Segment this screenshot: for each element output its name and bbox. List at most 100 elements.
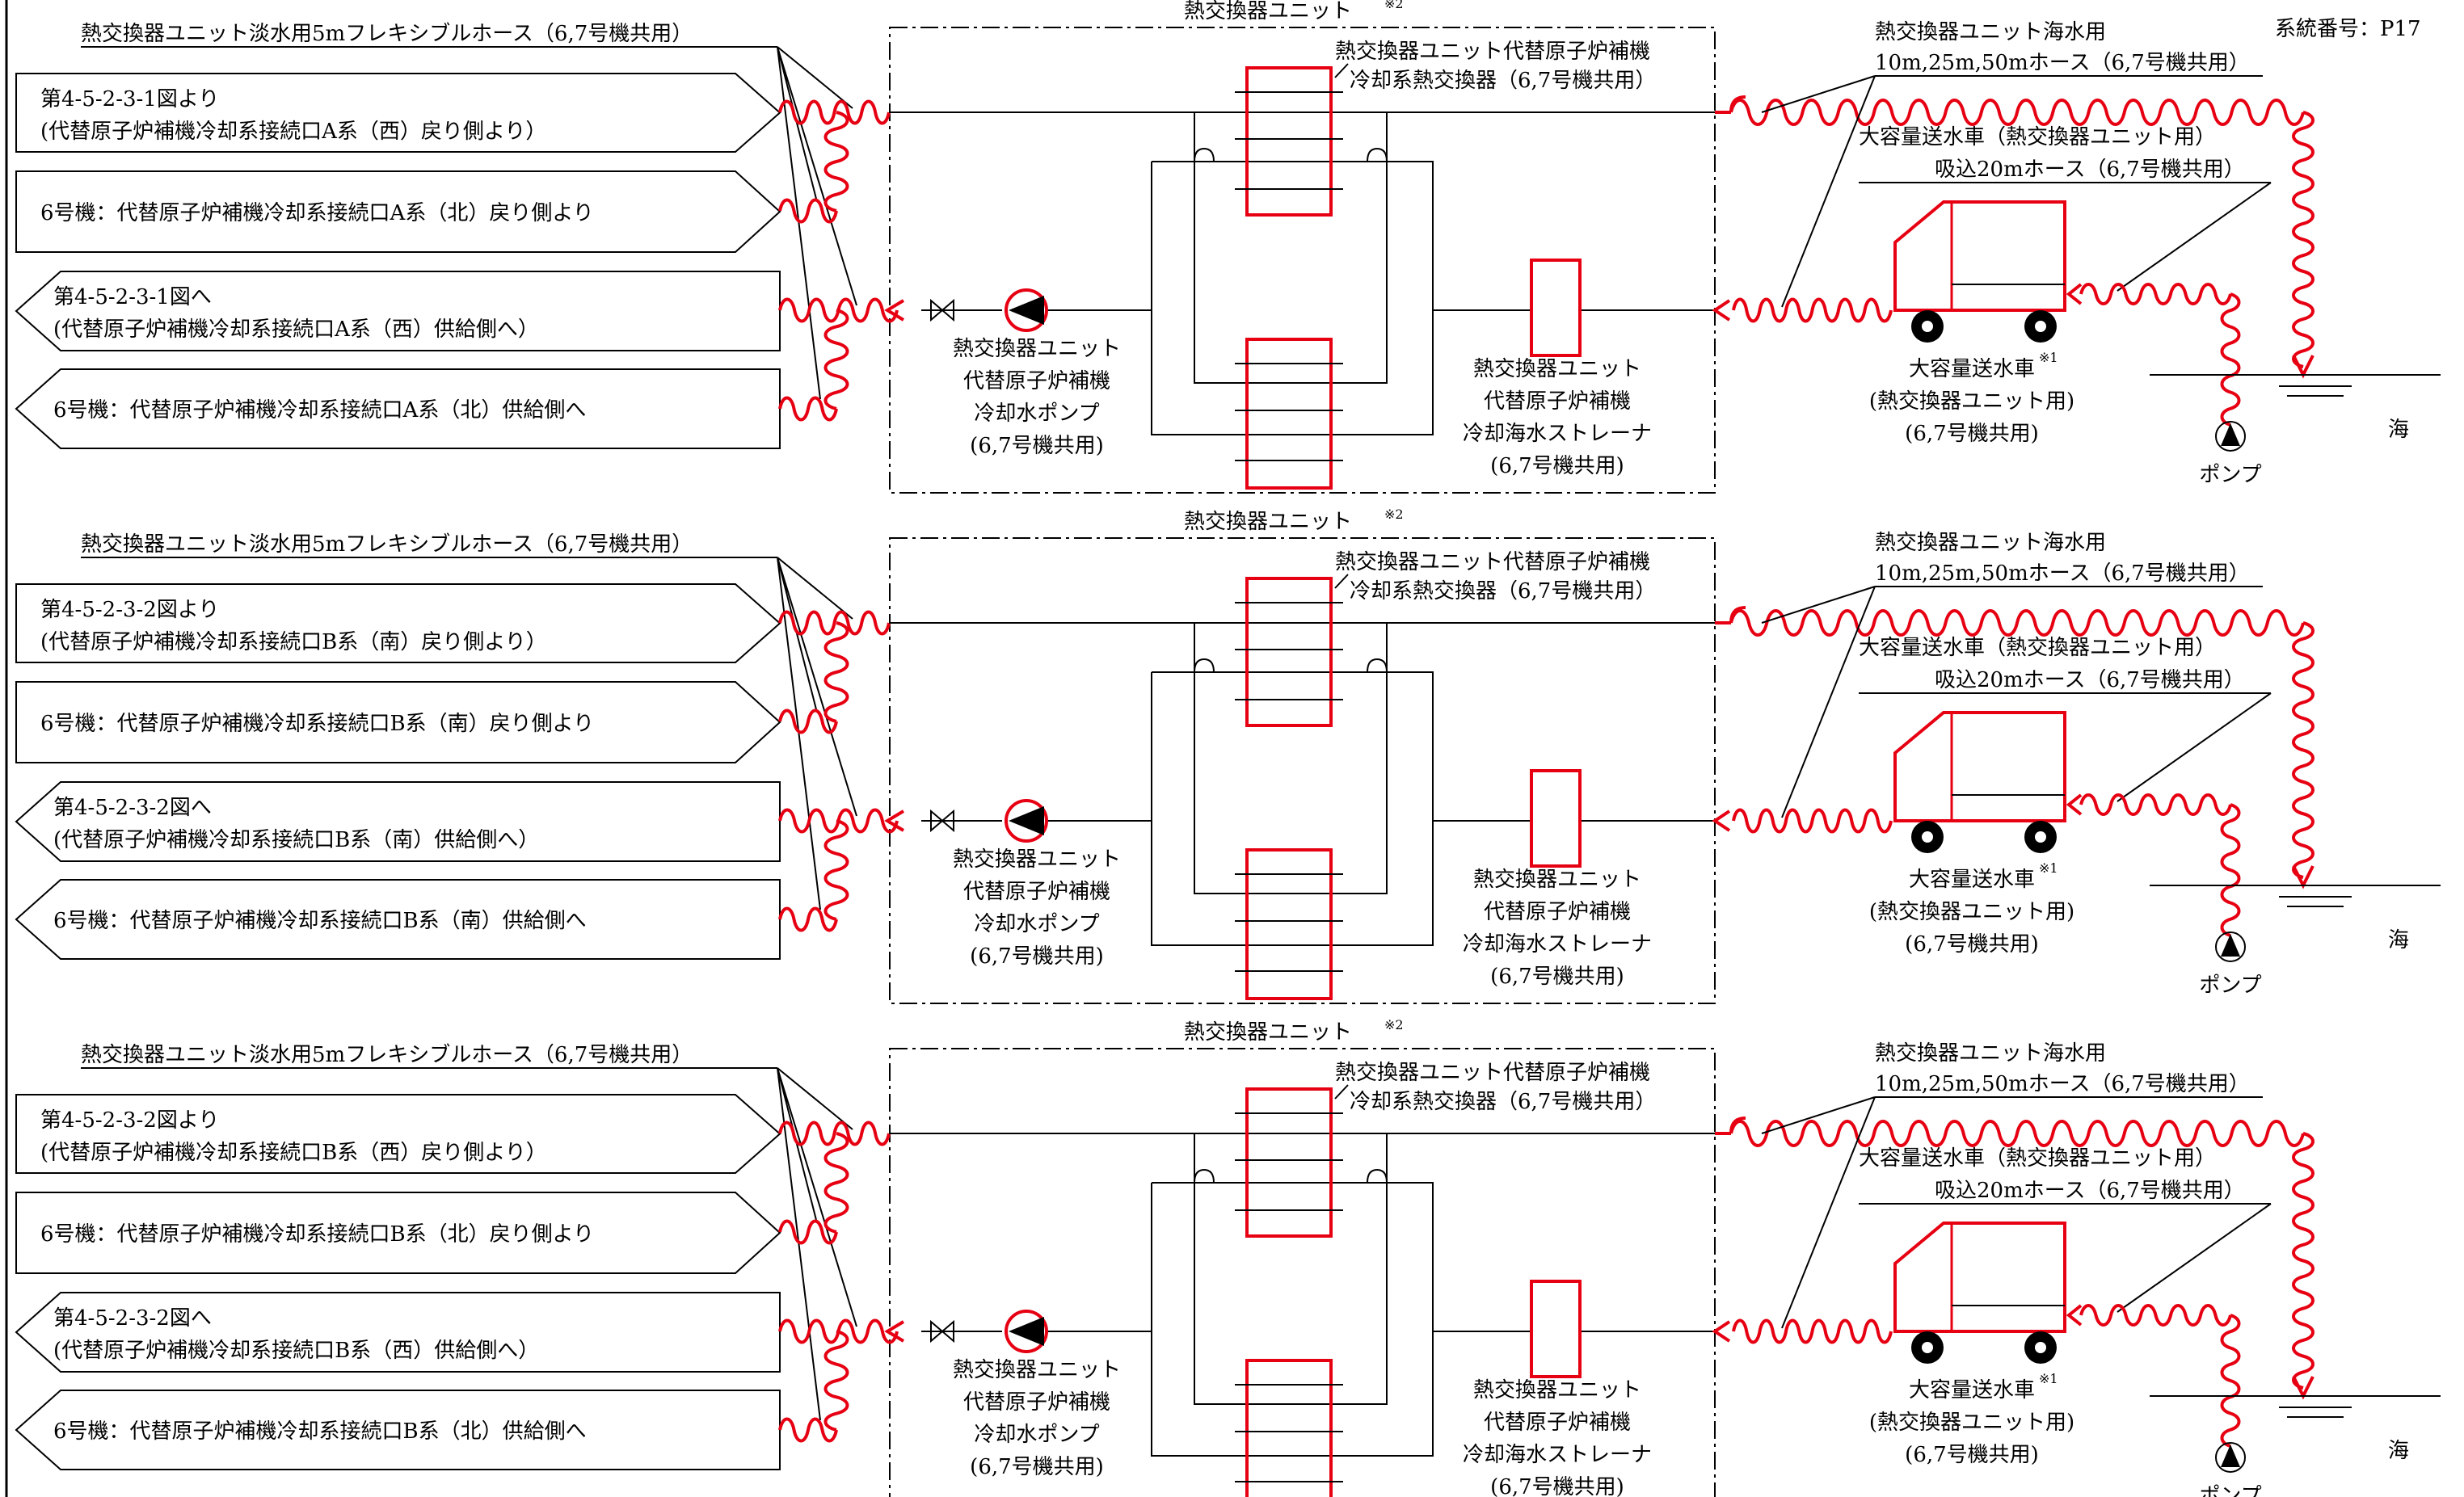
pump-icon <box>1005 799 1048 843</box>
arrow-text-2: 6号機：代替原子炉補機冷却系接続口A系（北）戻り側より <box>40 201 594 225</box>
arrow-box-3 <box>15 1292 781 1373</box>
seawater-hose-label-line1: 熱交換器ユニット海水用 <box>1875 1041 2106 1066</box>
supply-arrowhead <box>884 299 905 322</box>
arrow-text-4: 6号機：代替原子炉補機冷却系接続口B系（南）供給側へ <box>53 909 587 933</box>
submersible-pump-icon <box>2215 421 2246 452</box>
truck-hub-rear <box>2035 1342 2046 1353</box>
truck-label-line1: 大容量送水車 <box>1909 868 2035 892</box>
strainer-label-line3: 冷却海水ストレーナ <box>1463 422 1652 446</box>
strainer-label-line1: 熱交換器ユニット <box>1473 357 1641 381</box>
section-2: 熱交換器ユニット※2熱交換器ユニット淡水用5mフレキシブルホース（6,7号機共用… <box>15 507 2441 1004</box>
seawater-hose-leader <box>1761 586 1876 818</box>
strainer-label-line3: 冷却海水ストレーナ <box>1463 1443 1652 1467</box>
pump-icon <box>1005 1310 1048 1353</box>
suction-arrowhead <box>2066 793 2083 816</box>
hx-loop-inner <box>1194 623 1388 894</box>
suction-hose-label-line2: 吸込20mホース（6,7号機共用） <box>1935 668 2245 692</box>
seawater-hose-leader <box>1761 1096 1876 1329</box>
strainer-label-line2: 代替原子炉補機 <box>1484 900 1631 924</box>
pump-label-line3: 冷却水ポンプ <box>974 402 1099 426</box>
hx-loop-inner <box>1194 112 1388 384</box>
truck-hub-front <box>1922 321 1933 332</box>
truck-discharge-hose <box>1732 1318 1893 1344</box>
arrow-text-1-line1: 第4-5-2-3-2図より <box>40 1108 219 1133</box>
arrow-text-3-line2: (代替原子炉補機冷却系接続口B系（西）供給側へ） <box>53 1339 539 1363</box>
truck-discharge-arrowhead <box>1712 299 1731 322</box>
suction-hose-horizontal <box>2079 793 2232 816</box>
suction-hose-label-line2: 吸込20mホース（6,7号機共用） <box>1935 1179 2245 1203</box>
truck-label-line2: (熱交換器ユニット用) <box>1869 1411 2074 1435</box>
seawater-hose-bend <box>1729 1116 1746 1134</box>
arrow-text-3-line2: (代替原子炉補機冷却系接続口B系（南）供給側へ） <box>53 828 539 852</box>
return-hose-1 <box>778 610 891 636</box>
hx-label-line2: 冷却系熱交換器（6,7号機共用） <box>1350 579 1656 603</box>
seawater-hose-bend <box>1729 95 1746 113</box>
return-hose-1 <box>778 99 891 125</box>
hx-label-leader <box>1334 1084 1349 1100</box>
arrow-text-4: 6号機：代替原子炉補機冷却系接続口A系（北）供給側へ <box>53 398 586 423</box>
truck-label-line1: 大容量送水車 <box>1909 357 2035 381</box>
heat-exchanger-2 <box>1245 1359 1333 1497</box>
submersible-pump-triangle-icon <box>2221 423 2240 446</box>
seawater-hose-label-line1: 熱交換器ユニット海水用 <box>1875 20 2106 44</box>
crossover-left <box>1194 1168 1215 1184</box>
suction-hose-label-line1: 大容量送水車（熱交換器ユニット用） <box>1859 636 2216 660</box>
pump-label-line2: 代替原子炉補機 <box>963 1390 1110 1415</box>
seawater-hose-top <box>1729 609 2305 637</box>
truck-label-line1: 大容量送水車 <box>1909 1378 2035 1402</box>
suction-hose-horizontal <box>2079 1304 2232 1327</box>
unit-boundary <box>889 27 1716 494</box>
hx-label-line2: 冷却系熱交換器（6,7号機共用） <box>1350 69 1656 93</box>
suction-hose-leader <box>2117 692 2272 802</box>
suction-hose-horizontal <box>2079 283 2232 305</box>
pump-label-line4: (6,7号機共用) <box>970 1455 1104 1479</box>
submersible-pump-triangle-icon <box>2221 1444 2240 1467</box>
arrow-text-1-line1: 第4-5-2-3-1図より <box>40 87 219 111</box>
pump-label-line3: 冷却水ポンプ <box>974 1423 1099 1447</box>
pump-label-line1: 熱交換器ユニット <box>953 847 1121 872</box>
arrow-box-3 <box>15 781 781 862</box>
return-hose-1 <box>778 1121 891 1146</box>
truck-body <box>1893 1222 2066 1333</box>
arrow-text-2: 6号機：代替原子炉補機冷却系接続口B系（北）戻り側より <box>40 1222 594 1247</box>
freshwater-hose-label: 熱交換器ユニット淡水用5mフレキシブルホース（6,7号機共用） <box>81 22 693 46</box>
submersible-pump-icon <box>2215 931 2246 962</box>
suction-hose-vertical <box>2220 292 2241 427</box>
pump-triangle-icon <box>1009 296 1044 325</box>
hx-loop-inner <box>1194 1133 1388 1405</box>
seawater-hose-down <box>2292 111 2314 368</box>
arrow-box-2 <box>15 681 781 763</box>
unit-label-sup: ※2 <box>1384 1017 1404 1032</box>
arrow-text-3-line1: 第4-5-2-3-1図へ <box>53 285 212 309</box>
water-truck-icon <box>1893 1222 2066 1364</box>
pump-label-line1: 熱交換器ユニット <box>953 337 1121 361</box>
suction-hose-label-line1: 大容量送水車（熱交換器ユニット用） <box>1859 1146 2216 1171</box>
valve-icon <box>930 298 954 322</box>
arrow-text-4: 6号機：代替原子炉補機冷却系接続口B系（北）供給側へ <box>53 1419 587 1444</box>
suction-hose-vertical <box>2220 1314 2241 1448</box>
freshwater-hose-label: 熱交換器ユニット淡水用5mフレキシブルホース（6,7号機共用） <box>81 532 693 557</box>
arrow-box-1 <box>15 583 781 663</box>
valve-icon <box>930 809 954 833</box>
return-hose-2 <box>778 111 849 224</box>
sea-label: 海 <box>2388 1439 2409 1463</box>
return-hose-2 <box>778 1132 849 1245</box>
crossover-left <box>1194 658 1215 673</box>
crossover-right <box>1367 1168 1388 1184</box>
truck-label-line3: (6,7号機共用) <box>1905 422 2039 446</box>
pump-label-line2: 代替原子炉補機 <box>963 880 1110 904</box>
pump-label-line3: 冷却水ポンプ <box>974 912 1099 936</box>
hx-loop-outer <box>1151 1182 1434 1457</box>
strainer-label-line4: (6,7号機共用) <box>1490 965 1624 989</box>
strainer <box>1530 259 1582 357</box>
strainer-label-line1: 熱交換器ユニット <box>1473 1378 1641 1402</box>
arrow-box-1 <box>15 73 781 153</box>
freshwater-hose-label: 熱交換器ユニット淡水用5mフレキシブルホース（6,7号機共用） <box>81 1043 693 1067</box>
truck-label-sup: ※1 <box>2039 860 2058 876</box>
crossover-right <box>1367 147 1388 162</box>
hx-label-line1: 熱交換器ユニット代替原子炉補機 <box>1335 40 1650 64</box>
pump-label-line1: 熱交換器ユニット <box>953 1358 1121 1382</box>
seawater-hose-top <box>1729 99 2305 126</box>
truck-discharge-hose <box>1732 808 1893 834</box>
